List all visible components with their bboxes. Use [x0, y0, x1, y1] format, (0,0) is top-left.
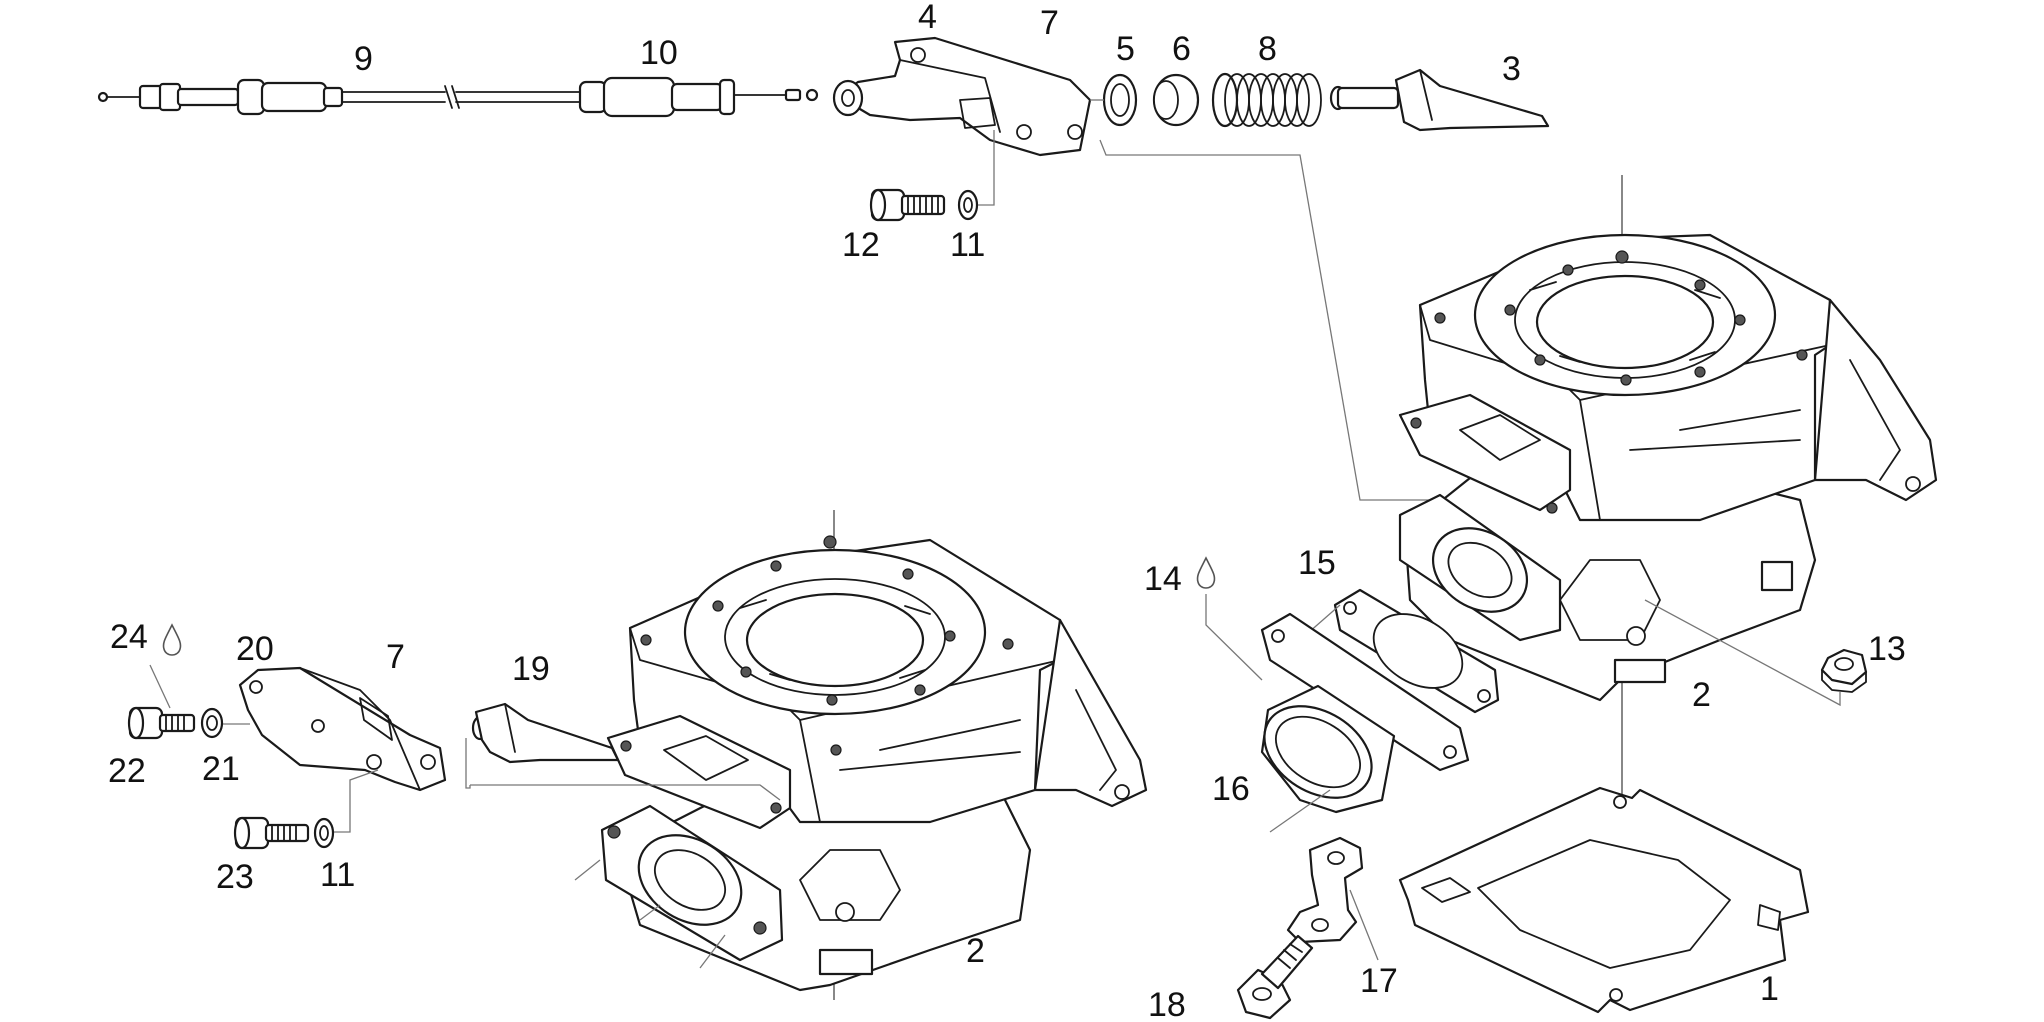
callout-12: 12 — [842, 226, 880, 264]
part-cylinder-2-left — [600, 510, 1148, 1000]
callout-15: 15 — [1298, 544, 1336, 582]
callout-21: 21 — [202, 750, 240, 788]
part-spring-8 — [1211, 72, 1322, 128]
callout-10: 10 — [640, 34, 678, 72]
part-valve-blade-19 — [471, 702, 620, 764]
callout-5: 5 — [1116, 30, 1135, 68]
callout-9: 9 — [354, 40, 373, 78]
part-base-gasket-1 — [1398, 786, 1810, 1014]
callout-1: 1 — [1760, 970, 1779, 1008]
callout-7-top: 7 — [1040, 4, 1059, 42]
part-washer-21 — [200, 707, 224, 739]
part-bolt-18 — [1236, 934, 1314, 1020]
callout-3: 3 — [1502, 50, 1521, 88]
callout-2-left: 2 — [966, 932, 985, 970]
callout-24: 24 — [110, 618, 148, 656]
callout-13: 13 — [1868, 630, 1906, 668]
callout-8: 8 — [1258, 30, 1277, 68]
part-adjuster-10 — [578, 76, 819, 118]
callout-2-right: 2 — [1692, 676, 1711, 714]
part-valve-blade-3 — [1329, 68, 1550, 132]
part-screw-12 — [869, 188, 946, 222]
part-bushing-6 — [1152, 73, 1200, 127]
part-cover-plate-20 — [238, 666, 447, 792]
part-washer-5 — [1102, 73, 1138, 127]
callout-17: 17 — [1360, 962, 1398, 1000]
drop-icon — [1196, 556, 1216, 589]
part-cable-9 — [97, 78, 583, 116]
callout-labels: 1 2 2 3 4 5 6 7 7 8 9 10 11 11 12 13 14 … — [108, 0, 1906, 1022]
part-bracket-17 — [1286, 836, 1364, 944]
part-manifold-16 — [1260, 612, 1470, 814]
callout-11-bottom: 11 — [320, 856, 355, 894]
part-gasket-15 — [1333, 588, 1500, 714]
part-screw-22 — [127, 706, 196, 740]
callout-11-top: 11 — [950, 226, 985, 264]
part-washer-11-top — [957, 189, 979, 221]
callout-6: 6 — [1172, 30, 1191, 68]
part-nut-13 — [1820, 648, 1868, 693]
callout-23: 23 — [216, 858, 254, 896]
callout-19: 19 — [512, 650, 550, 688]
part-screw-23 — [233, 816, 310, 850]
callout-7-left: 7 — [386, 638, 405, 676]
drop-icon — [162, 623, 182, 656]
callout-4: 4 — [918, 0, 937, 36]
part-cylinder-2-right — [1398, 175, 1938, 965]
part-washer-11-bottom — [313, 817, 335, 849]
part-actuator-housing-4 — [832, 36, 1092, 157]
callout-20: 20 — [236, 630, 274, 668]
callout-18: 18 — [1148, 986, 1186, 1022]
callout-22: 22 — [108, 752, 146, 790]
callout-16: 16 — [1212, 770, 1250, 808]
callout-14: 14 — [1144, 560, 1182, 598]
